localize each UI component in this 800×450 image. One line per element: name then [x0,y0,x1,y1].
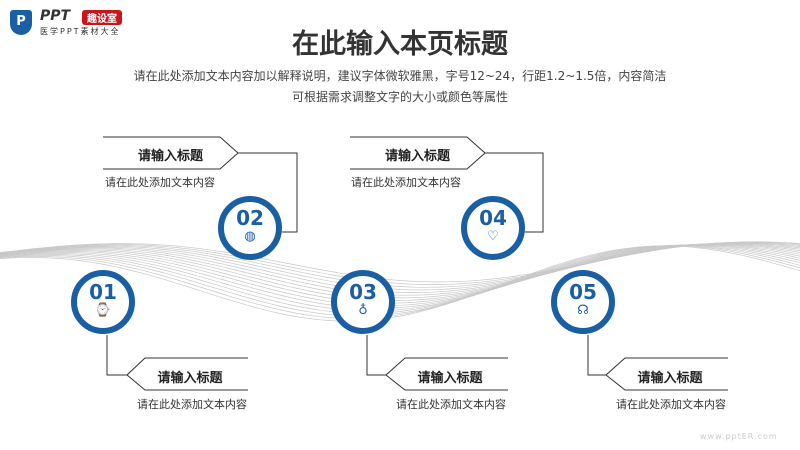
step-circle-05: 05☊ [551,270,615,334]
item-05-text: 请在此处添加文本内容 [616,398,726,411]
item-03-text: 请在此处添加文本内容 [396,398,506,411]
tooth-icon: ♁ [358,303,368,318]
wave-line [0,243,800,299]
wave-line [0,242,800,293]
item-03-title: 请输入标题 [417,371,483,386]
subtitle-line-2: 可根据需求调整文字的大小或颜色等属性 [291,90,508,104]
stethoscope-icon: ☊ [577,303,589,318]
step-circle-01: 01⌚ [71,270,135,334]
item-01-title: 请输入标题 [157,371,223,386]
subtitle-line-1: 请在此处添加文本内容加以解释说明，建议字体微软雅黑，字号12~24，行距1.2~… [133,69,667,83]
drop-icon: ◍ [244,229,256,244]
step-number: 05 [569,280,597,304]
step-number: 03 [349,280,377,304]
step-number: 02 [236,206,264,230]
step-number: 01 [89,280,117,304]
shield-icon: P [10,10,32,35]
pill-clock-icon: ⌚ [94,303,112,318]
item-02-title: 请输入标题 [137,149,203,164]
item-04-text: 请在此处添加文本内容 [351,176,461,189]
logo-tagline: 医学PPT素材大全 [40,27,121,36]
step-circle-02: 02◍ [218,196,282,260]
logo: P PPT 趣设室 医学PPT素材大全 [8,8,208,38]
item-05-title: 请输入标题 [637,371,703,386]
item-01-text: 请在此处添加文本内容 [137,398,247,411]
watermark: www.pptER.com [700,432,778,441]
step-number: 04 [479,206,507,230]
wave-line [0,245,800,322]
logo-brand: PPT [40,8,71,24]
item-04-title: 请输入标题 [384,149,450,164]
item-02-text: 请在此处添加文本内容 [105,176,215,189]
page-title: 在此输入本页标题 [292,29,508,60]
step-circle-04: 04♡ [461,196,525,260]
logo-badge: 趣设室 [82,10,122,25]
heart-plus-icon: ♡ [487,229,499,244]
step-circle-03: 03♁ [331,270,395,334]
